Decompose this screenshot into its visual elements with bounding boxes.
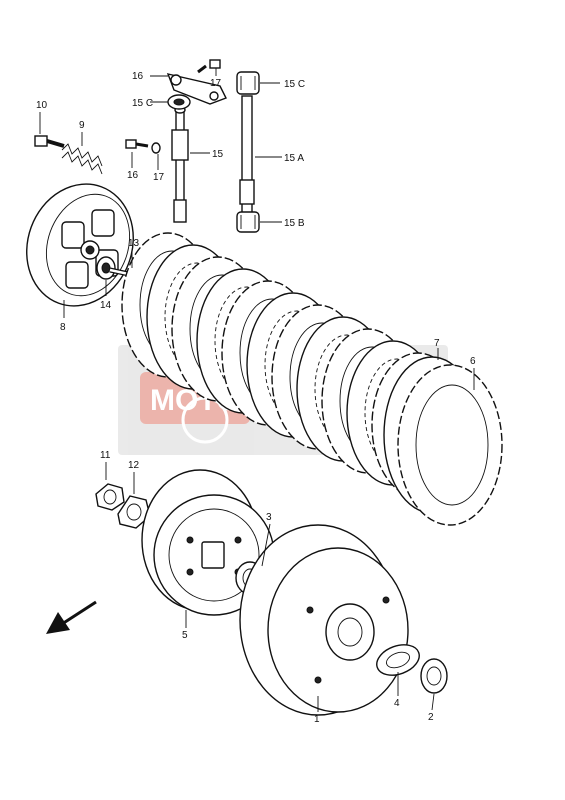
bearing-part-14 — [96, 256, 116, 280]
bearing-part-15c — [236, 71, 260, 95]
washer-part-2 — [420, 658, 448, 694]
callout-15: 15 — [212, 149, 224, 160]
callout-16: 16 — [127, 170, 139, 181]
clutch-housing-part-1 — [239, 524, 409, 716]
callout-15-a: 15 A — [284, 153, 304, 164]
callout-2: 2 — [428, 712, 434, 723]
callout-labels-main: 15 C 15 15 A 15 B — [212, 79, 305, 229]
callout-20: 17 — [210, 78, 222, 89]
callout-9: 9 — [79, 120, 85, 131]
callout-10: 10 — [36, 100, 48, 111]
oil-seal-part-18 — [167, 94, 191, 110]
callout-18: 15 C — [132, 98, 153, 109]
shaft-part-15a — [239, 95, 255, 217]
callout-12: 12 — [128, 460, 140, 471]
bolt-part-20 — [197, 59, 221, 74]
callout-6: 6 — [470, 356, 476, 367]
callout-labels: 10 9 16 15 C 17 — [36, 71, 222, 131]
callout-5: 5 — [182, 630, 188, 641]
bolt-part-16 — [125, 139, 149, 149]
callout-15-c-main: 15 C — [284, 79, 305, 90]
callout-1: 1 — [314, 714, 320, 725]
driven-plate-part-6 — [397, 364, 503, 526]
callout-3: 3 — [266, 512, 272, 523]
spring-part-9 — [61, 143, 103, 175]
callout-19: 16 — [132, 71, 144, 82]
callout-15-b: 15 B — [284, 218, 305, 229]
washer-part-17 — [151, 142, 161, 154]
bearing-part-15b — [236, 211, 260, 233]
callout-8: 8 — [60, 322, 66, 333]
callout-14: 14 — [100, 300, 112, 311]
callout-17: 17 — [153, 172, 165, 183]
bolt-part-10 — [34, 135, 65, 148]
needle-bearing-part-4 — [376, 644, 420, 676]
callout-7: 7 — [434, 338, 440, 349]
front-direction-arrow — [46, 600, 97, 634]
leader-lines — [39, 68, 475, 712]
nut-part-11 — [95, 483, 125, 511]
release-lever-part-19 — [166, 73, 227, 105]
callout-11: 11 — [100, 450, 111, 461]
release-shaft-part-15 — [171, 106, 189, 223]
callout-4: 4 — [394, 698, 400, 709]
callout-13: 13 — [128, 238, 140, 249]
